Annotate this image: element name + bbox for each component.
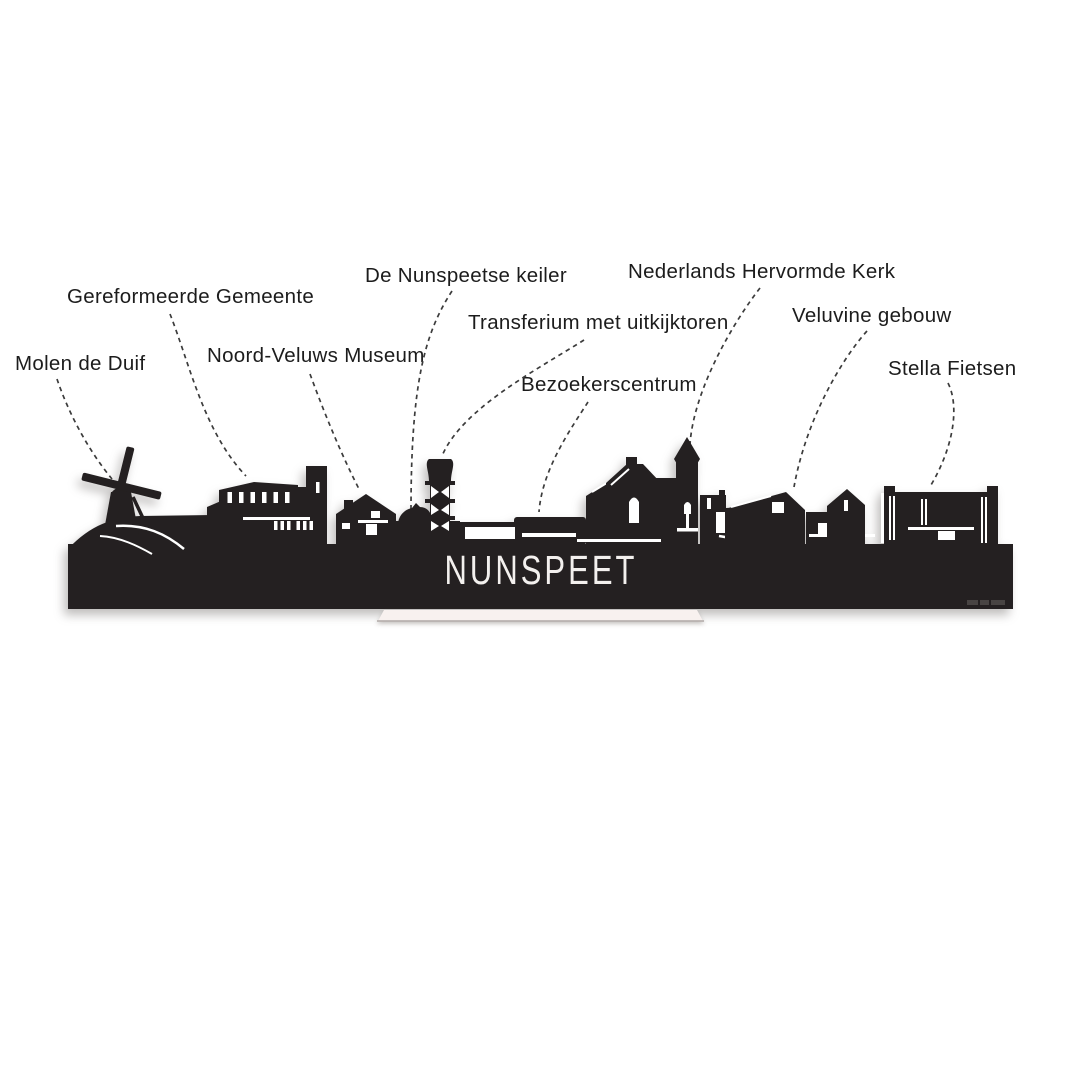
label-gereformeerde-gemeente: Gereformeerde Gemeente <box>67 285 315 308</box>
leader-transferium <box>441 339 585 457</box>
label-nederlands-hervormde-kerk: Nederlands Hervormde Kerk <box>628 260 896 283</box>
label-bezoekerscentrum: Bezoekerscentrum <box>521 373 697 396</box>
observation-tower <box>425 459 455 537</box>
label-veluvine-gebouw: Veluvine gebouw <box>792 304 952 327</box>
stella-fietsen-building <box>881 486 998 545</box>
leader-bezoekerscentrum <box>538 401 589 513</box>
leader-noord-veluws-museum <box>309 373 360 490</box>
leader-gereformeerde <box>169 313 247 477</box>
label-stella-fietsen: Stella Fietsen <box>888 357 1017 380</box>
label-noord-veluws-museum: Noord-Veluws Museum <box>207 344 425 367</box>
visitor-centre-buildings <box>459 517 586 545</box>
leader-hervormde-kerk <box>689 287 761 445</box>
dune-lines <box>115 524 185 550</box>
leader-molen-de-duif <box>56 378 113 480</box>
label-molen-de-duif: Molen de Duif <box>15 352 146 375</box>
base-board <box>68 544 1013 609</box>
label-transferium-met-uitkijktoren: Transferium met uitkijktoren <box>468 311 729 334</box>
label-de-nunspeetse-keiler: De Nunspeetse keiler <box>365 264 567 287</box>
gereformeerde-gemeente-building <box>207 466 327 545</box>
display-stand <box>377 610 704 622</box>
leader-keiler <box>410 290 453 512</box>
museum-house <box>336 494 396 545</box>
skyline-city-name: NUNSPEET <box>445 547 638 593</box>
leader-veluvine <box>793 330 868 488</box>
skyline-silhouette: NUNSPEET <box>68 437 1013 609</box>
leader-stella-fietsen <box>930 382 955 486</box>
watermark <box>967 600 1005 605</box>
boar-statue <box>397 503 433 533</box>
veluvine-building <box>702 489 875 545</box>
church <box>577 437 726 545</box>
hill <box>68 515 213 549</box>
leader-lines <box>56 287 955 513</box>
